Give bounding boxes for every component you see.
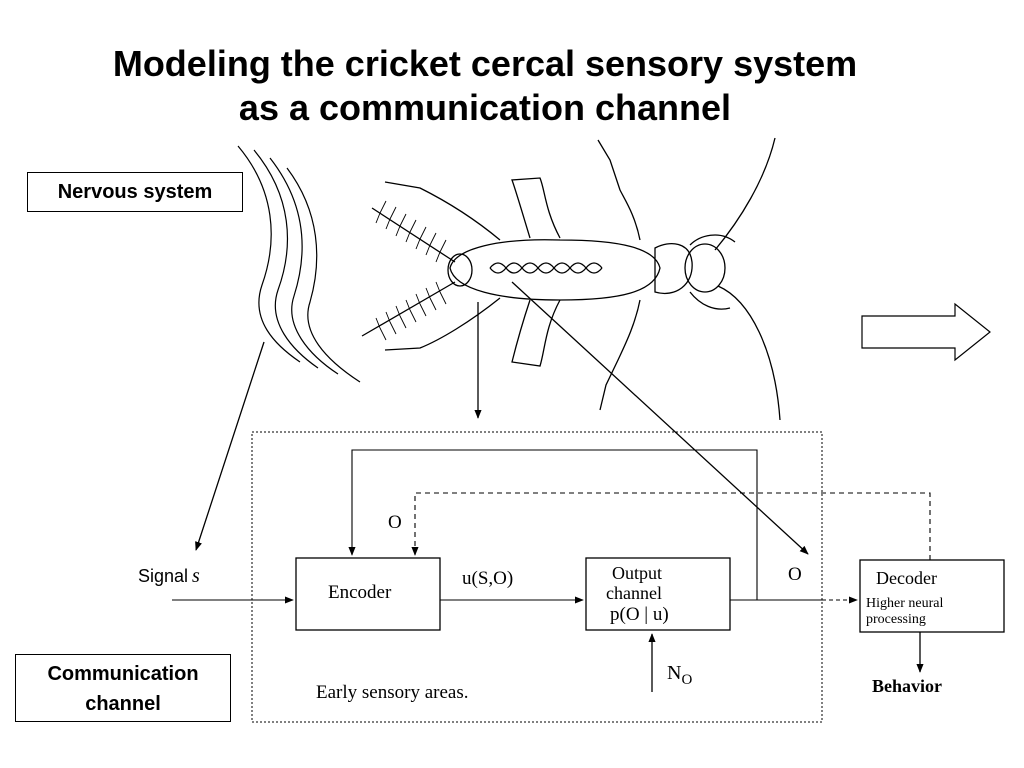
signal-symbol: s <box>192 565 200 587</box>
early-sensory-box <box>251 431 823 723</box>
hind-leg-lower <box>384 297 501 351</box>
air-line-3 <box>269 157 339 375</box>
right-arrow-shape <box>861 302 991 362</box>
encoder-label: Encoder <box>328 582 392 603</box>
head <box>684 243 726 293</box>
air-to-signal-arrow <box>195 341 265 551</box>
decoder-label: Decoder <box>876 568 937 588</box>
decoder-sub-line-2: processing <box>866 612 926 627</box>
mid-leg-upper <box>689 234 736 246</box>
abdomen-tip <box>447 253 473 287</box>
antenna-upper <box>714 137 776 251</box>
front-leg-lower <box>599 299 641 411</box>
output-channel-block <box>585 557 731 631</box>
title-line-2: as a communication channel <box>238 87 732 128</box>
hind-leg-lower-2 <box>511 299 561 367</box>
output-channel-line-1: Output <box>612 563 663 583</box>
hind-leg-upper <box>384 181 501 241</box>
early-sensory-label: Early sensory areas. <box>316 682 469 703</box>
feedback-dashed-loop <box>411 492 931 560</box>
hind-leg-upper-2 <box>511 177 561 239</box>
noise-label: NO <box>667 662 692 689</box>
air-line-1 <box>237 145 301 363</box>
cricket-to-output-arrow <box>511 281 809 555</box>
cricket-illustration <box>361 137 781 421</box>
communication-channel-line-2: channel <box>85 693 161 715</box>
noise-subscript: O <box>681 672 693 688</box>
dorsal-pattern <box>489 262 603 274</box>
air-line-2 <box>253 149 319 369</box>
communication-channel-line-1: Communication <box>47 663 199 685</box>
dorsal-pattern-2 <box>489 262 603 274</box>
cercus-hairs <box>375 200 447 341</box>
title-line-1: Modeling the cricket cercal sensory syst… <box>112 43 858 84</box>
cercus-upper <box>371 207 456 263</box>
abdomen <box>449 239 661 301</box>
encoder-output-label: u(S,O) <box>462 568 514 589</box>
front-leg-upper <box>597 139 641 241</box>
noise-letter: N <box>667 662 682 684</box>
channel-output-label: O <box>788 564 802 585</box>
air-line-4 <box>286 167 361 383</box>
thorax <box>654 242 693 294</box>
output-channel-line-3: p(O | u) <box>610 604 669 625</box>
communication-channel-label: Communication channel <box>15 654 231 722</box>
output-channel-line-2: channel <box>606 583 662 603</box>
feedback-solid-loop <box>348 449 758 600</box>
behavior-label: Behavior <box>872 676 942 696</box>
page-title: Modeling the cricket cercal sensory syst… <box>20 42 950 130</box>
decoder-sub-line-1: Higher neural <box>866 596 944 611</box>
antenna-lower <box>717 285 781 421</box>
feedback-label: O <box>388 512 402 533</box>
cercus-lower <box>361 281 456 337</box>
mid-leg-lower <box>689 291 731 310</box>
decoder-block <box>859 559 1005 633</box>
signal-text: Signal <box>138 566 189 586</box>
air-current-lines <box>237 145 361 383</box>
encoder-block <box>295 557 441 631</box>
nervous-system-label: Nervous system <box>27 172 243 212</box>
